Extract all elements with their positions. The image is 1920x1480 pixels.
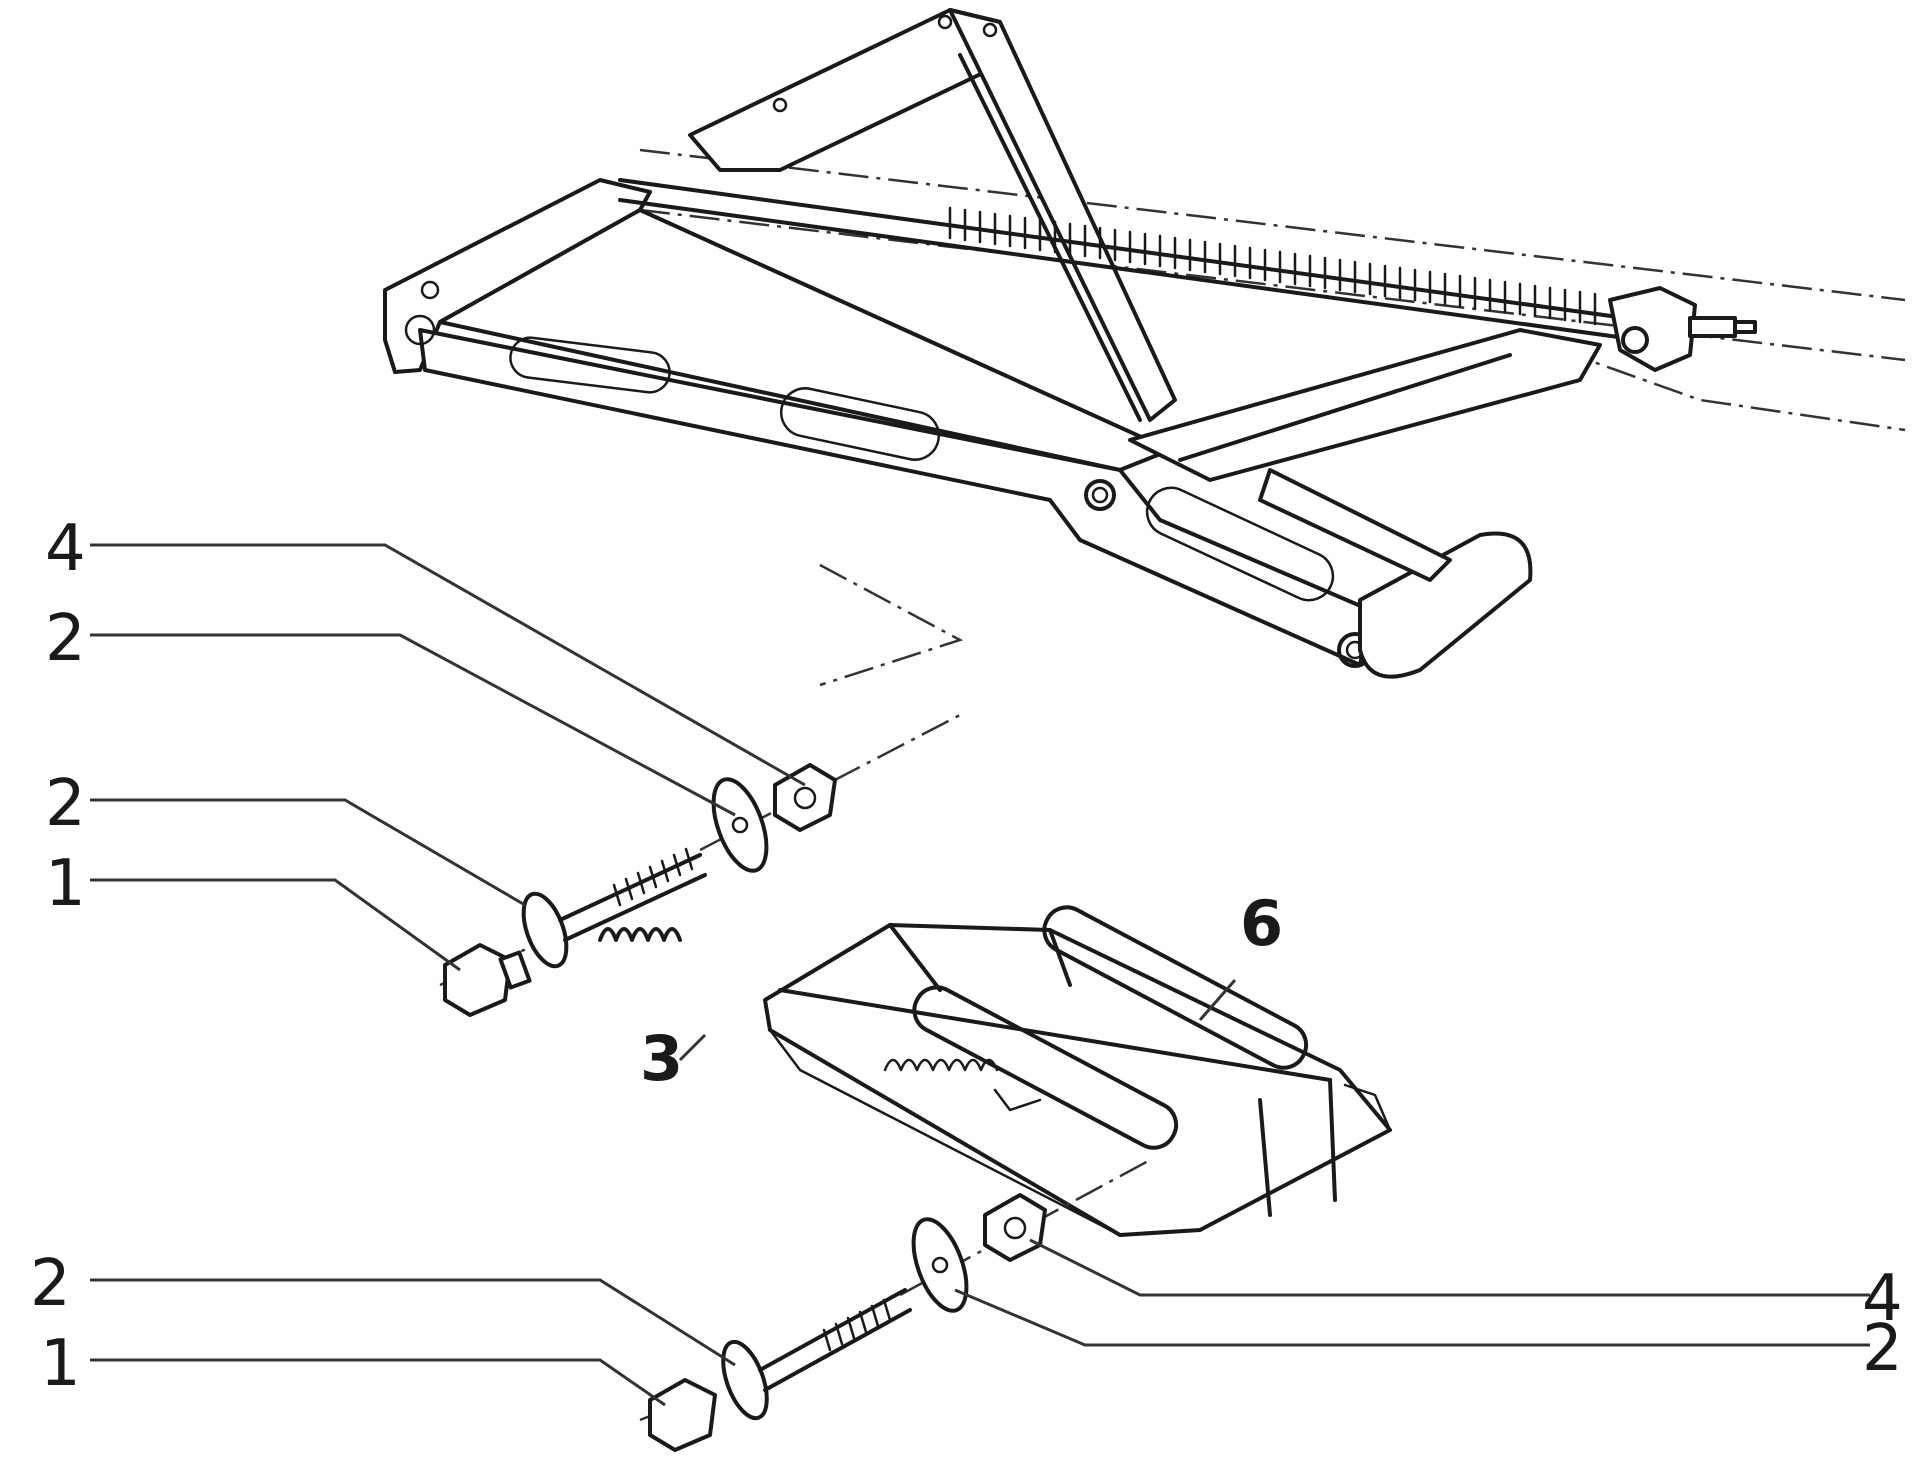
washer-icon: [721, 1339, 769, 1421]
hex-bolt-head-icon: [443, 943, 512, 1017]
washer-icon: [521, 891, 569, 969]
screw-thread: [948, 206, 1597, 326]
upper-fastener-set: [439, 563, 964, 1017]
callout-lower-right-4: 4: [1862, 1262, 1903, 1336]
hex-nut-icon: [773, 763, 837, 832]
callout-lower-right-2: 2: [1862, 1312, 1903, 1386]
foot-pad-plate: [763, 905, 1392, 1237]
callout-pad-6: 6: [1240, 887, 1283, 960]
spring-icon: [598, 927, 682, 942]
callout-upper-left-4: 4: [45, 512, 86, 586]
callout-lower-left-2: 2: [30, 1247, 71, 1321]
leader-lines: [90, 543, 1870, 1407]
callout-upper-left-2a: 2: [45, 602, 86, 676]
scissor-jack-assembly: [383, 8, 1906, 679]
hex-nut-icon: [983, 1193, 1047, 1262]
callout-upper-left-2b: 2: [45, 767, 86, 841]
callout-spring-3: 3: [640, 1022, 683, 1095]
callout-labels: 4 2 2 1 3 6 2 1 4 2: [30, 512, 1903, 1401]
washer-icon: [911, 1217, 969, 1313]
callout-lower-left-1: 1: [40, 1327, 81, 1401]
hex-bolt-head-icon: [648, 1378, 717, 1452]
washer-icon: [711, 777, 769, 873]
callout-upper-left-1: 1: [45, 847, 86, 921]
